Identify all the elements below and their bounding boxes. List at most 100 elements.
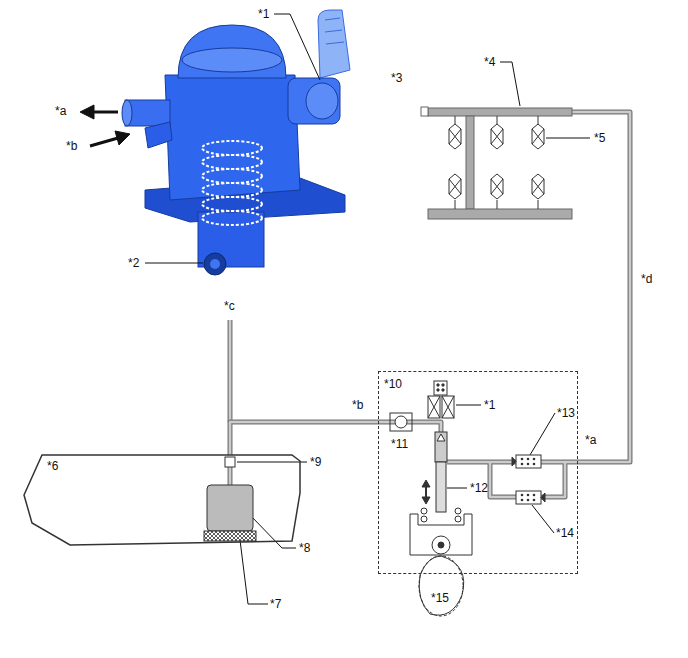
cam-dashed <box>419 556 463 616</box>
pipe-fill <box>230 422 378 455</box>
pump-cap <box>178 25 286 78</box>
callout-number: *9 <box>310 455 321 469</box>
stroke-arrow-head <box>422 497 430 504</box>
injector-stem <box>538 116 539 124</box>
solenoid-connector <box>434 381 447 395</box>
solenoid-housing <box>288 78 340 124</box>
injector <box>532 124 544 149</box>
pump-boundary: *10 <box>378 371 578 574</box>
spring-coil <box>202 141 262 155</box>
high-pressure-pipe <box>447 112 630 462</box>
leader-line <box>240 540 268 604</box>
leader-line <box>250 515 296 548</box>
injector-cross <box>532 179 544 194</box>
pressure-sensor <box>421 107 428 116</box>
fuel-filter <box>204 531 256 541</box>
valve-symbol <box>437 434 445 441</box>
fuel-pump <box>207 485 253 531</box>
fuel-line <box>230 422 378 455</box>
coil-cross <box>428 396 454 418</box>
cap-top <box>182 48 282 72</box>
injector-cross <box>532 129 544 144</box>
dot <box>527 458 530 461</box>
plug-ribs <box>325 18 344 44</box>
pulsation-damper <box>395 416 407 428</box>
injector-body <box>532 124 544 149</box>
relief-valve <box>516 491 541 504</box>
roller-hub <box>210 259 220 269</box>
leader-line <box>532 505 554 533</box>
injector <box>491 124 503 149</box>
rail-bottom <box>428 209 572 219</box>
callout-number: *3 <box>391 71 402 85</box>
leader-line <box>145 263 203 264</box>
callout-number: *11 <box>391 437 408 451</box>
injector-stem <box>455 200 456 209</box>
outlet-arrow-head <box>80 105 94 119</box>
injector-stem <box>455 116 456 124</box>
leader-lines <box>145 14 590 604</box>
callout-number: *10 <box>383 377 403 391</box>
pump-internals <box>390 381 545 616</box>
dot <box>533 458 536 461</box>
spring <box>202 141 262 225</box>
valve-dots <box>521 458 536 502</box>
dot <box>527 463 530 466</box>
leader-line <box>274 14 320 80</box>
rail-top <box>428 108 572 116</box>
injector-stem <box>538 200 539 209</box>
spring-end <box>421 516 427 522</box>
fitting <box>225 457 235 467</box>
callout-number: *a <box>55 104 66 118</box>
valve-arrow <box>512 457 516 466</box>
stroke-arrow-head <box>422 480 430 487</box>
injector <box>449 174 461 199</box>
injector-cross <box>491 179 503 194</box>
injector-body <box>491 174 503 199</box>
injector <box>449 124 461 149</box>
callout-number: *12 <box>470 481 488 495</box>
outlet-arrow-shaft <box>92 111 118 114</box>
callout-number: *13 <box>557 406 575 420</box>
damper-housing <box>390 413 412 431</box>
callout-number: *8 <box>299 541 310 555</box>
callout-number: *a <box>585 433 596 447</box>
pin <box>442 389 444 391</box>
valve-arrow <box>541 493 545 502</box>
injector-body <box>491 124 503 149</box>
callout-number: *14 <box>556 526 574 540</box>
pipes-outline <box>230 112 630 497</box>
cam <box>419 556 464 615</box>
leader-line <box>500 62 520 106</box>
inlet-arrow-shaft <box>90 138 118 146</box>
spring-coil <box>202 169 262 183</box>
outlet-end <box>122 100 132 126</box>
injector-stem <box>497 200 498 209</box>
pin <box>437 384 439 386</box>
callout-number: *b <box>66 139 77 153</box>
pump-illustration <box>122 10 350 275</box>
callout-number: *7 <box>270 597 281 611</box>
high-pressure-pipe-fill <box>447 112 630 462</box>
callout-number: *1 <box>484 398 495 412</box>
injector-body <box>532 174 544 199</box>
injector-stem <box>497 116 498 124</box>
spring-end <box>421 508 427 514</box>
dot <box>527 499 530 502</box>
roller <box>204 253 226 275</box>
inlet-arrow-head <box>115 131 130 145</box>
pipes-fill <box>230 112 630 497</box>
return-pipe <box>228 320 233 422</box>
injector-body <box>449 174 461 199</box>
callout-number: *2 <box>128 256 139 270</box>
spring-end <box>455 516 461 522</box>
lifter <box>410 514 472 555</box>
fuel-rail <box>421 107 572 219</box>
callout-number: *6 <box>46 459 59 473</box>
pump-body <box>165 75 300 200</box>
injectors <box>449 116 544 209</box>
plunger <box>436 462 446 512</box>
callout-number: *4 <box>484 55 495 69</box>
solenoid-face <box>306 83 338 119</box>
